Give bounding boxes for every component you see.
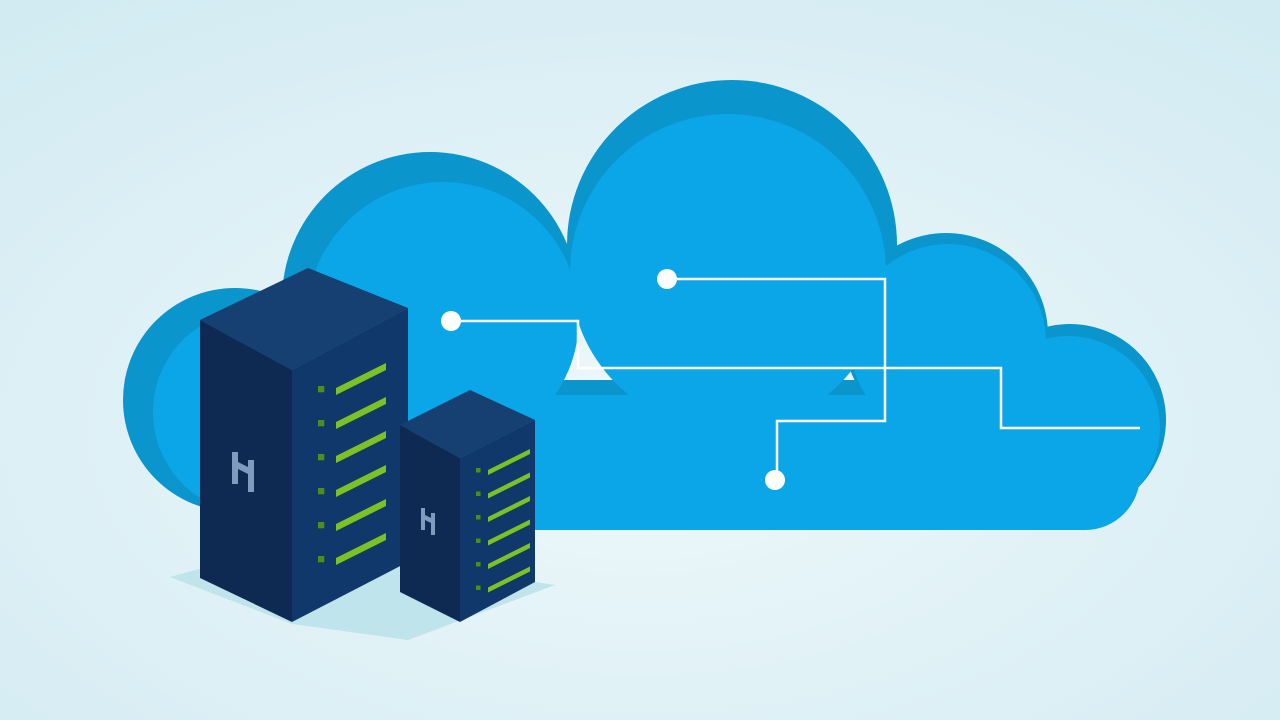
- status-led-dot: [476, 491, 481, 496]
- status-led-bar: [488, 519, 530, 546]
- status-led-dot: [318, 556, 325, 563]
- connector-node: [441, 311, 461, 331]
- server-led-panel: [476, 449, 530, 593]
- network-connectors: [441, 269, 1140, 490]
- status-led-bar: [336, 465, 386, 497]
- server-tower-small: [400, 390, 535, 622]
- status-led-bar: [488, 496, 530, 522]
- status-led-bar: [488, 472, 530, 499]
- status-led-dot: [476, 585, 481, 590]
- status-led-bar: [336, 499, 386, 531]
- status-led-dot: [318, 454, 325, 461]
- server-led-panel: [318, 363, 386, 565]
- status-led-dot: [476, 468, 481, 473]
- status-led-bar: [488, 566, 530, 593]
- connector-node: [657, 269, 677, 289]
- status-led-bar: [488, 543, 530, 569]
- status-led-dot: [476, 562, 481, 567]
- status-led-dot: [318, 488, 325, 495]
- server-logo-icon: [421, 508, 435, 535]
- status-led-bar: [336, 533, 386, 565]
- status-led-bar: [488, 449, 530, 475]
- status-led-dot: [318, 420, 325, 427]
- status-led-dot: [318, 522, 325, 529]
- server-logo-icon: [232, 452, 254, 492]
- connector-line-2: [667, 277, 887, 480]
- connector-node: [765, 470, 785, 490]
- server-tower-large: [200, 268, 408, 622]
- status-led-dot: [318, 386, 325, 393]
- status-led-dot: [476, 515, 481, 520]
- status-led-dot: [476, 538, 481, 543]
- status-led-bar: [336, 363, 386, 395]
- status-led-bar: [336, 397, 386, 429]
- connector-line-1: [451, 319, 1140, 430]
- status-led-bar: [336, 431, 386, 463]
